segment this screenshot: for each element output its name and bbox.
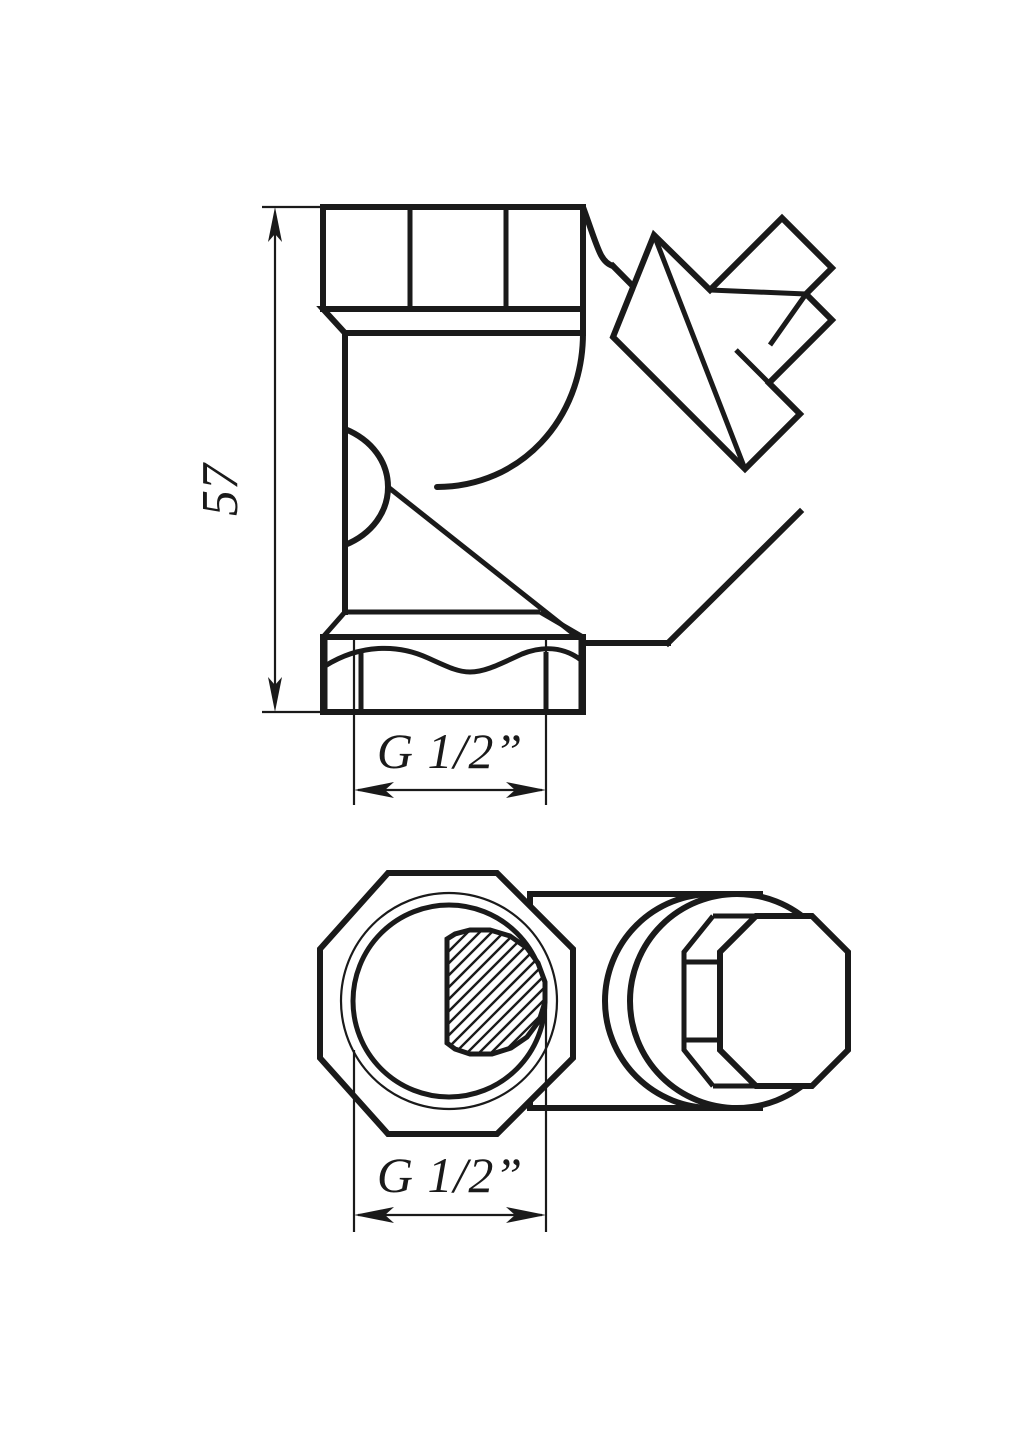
thread-size-plan: G 1/2” bbox=[352, 1010, 548, 1232]
valve-body bbox=[342, 204, 616, 645]
body-to-nut-transition bbox=[321, 609, 585, 640]
thread-size-plan-value: G 1/2” bbox=[377, 1147, 523, 1203]
height-dimension: 57 bbox=[192, 205, 330, 714]
height-dimension-value: 57 bbox=[192, 462, 249, 516]
top-plan-view: G 1/2” bbox=[317, 870, 851, 1232]
thread-size-front: G 1/2” bbox=[352, 640, 548, 805]
front-section-view: 57 G 1/2” bbox=[192, 204, 837, 805]
bottom-hexagonal-port bbox=[320, 634, 586, 715]
angled-strainer-cap bbox=[609, 213, 837, 474]
octagonal-end-cap-plan bbox=[602, 891, 851, 1111]
top-hexagonal-port bbox=[316, 204, 586, 336]
thread-size-front-value: G 1/2” bbox=[377, 723, 523, 779]
